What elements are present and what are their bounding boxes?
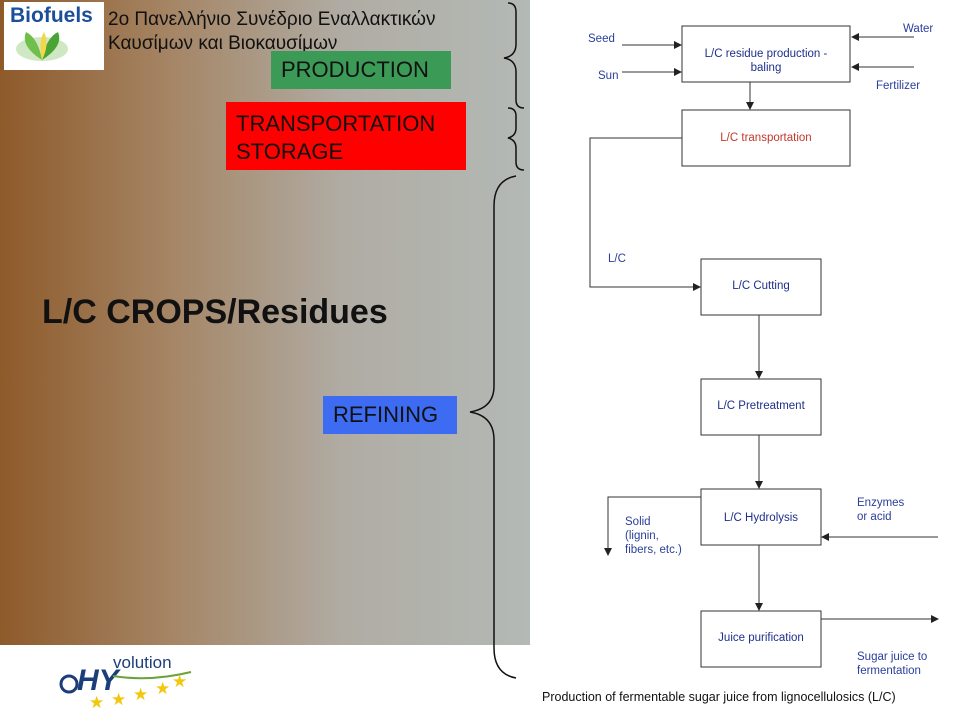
biofuels-logo-text: Biofuels [10,4,93,27]
hyvolution-logo: HY volution ★ ★ ★ ★ ★ [59,653,192,712]
footer-strip [0,645,530,718]
transportation-storage-label: TRANSPORTATION STORAGE [226,102,466,170]
hyvolution-text: volution [113,653,172,672]
storage-text: STORAGE [236,139,344,164]
refining-label: REFINING [323,396,457,434]
conference-title-line1: 2ο Πανελλήνιο Συνέδριο Εναλλακτικών [108,9,436,30]
conference-title: 2ο Πανελλήνιο Συνέδριο Εναλλακτικών Καυσ… [108,8,528,56]
box-juice-purification [700,610,822,668]
output-solid-line3: fibers, etc.) [625,544,682,556]
box-hydrolysis-label: L/C Hydrolysis [724,512,798,524]
leaf-logo-icon [16,32,68,61]
output-sugar-line1: Sugar juice to [857,651,927,663]
box-hydrolysis [700,488,822,546]
input-seed: Seed [588,33,615,45]
main-title: L/C CROPS/Residues [42,293,388,331]
output-solid-line1: Solid [625,516,651,528]
input-enzymes-line2: or acid [857,511,892,523]
biofuels-logo: Biofuels [4,2,104,70]
input-sun: Sun [598,70,618,82]
input-enzymes-line1: Enzymes [857,497,905,509]
logo-ring-icon [59,674,79,694]
box-residue-production-line1: L/C residue production - [705,48,828,60]
transportation-text: TRANSPORTATION [236,111,436,136]
star-icon: ★ [89,693,104,712]
hyvolution-mark: HY [77,664,122,697]
box-transportation-label: L/C transportation [720,132,811,144]
production-label: PRODUCTION [271,51,451,89]
star-icon: ★ [172,672,187,691]
flowchart: L/C residue production - baling L/C tran… [588,23,939,677]
input-lc: L/C [608,253,626,265]
star-icon: ★ [133,685,148,704]
output-solid-line2: (lignin, [625,530,659,542]
box-pretreatment [700,378,822,436]
box-pretreatment-label: L/C Pretreatment [717,400,805,412]
box-residue-production [681,25,851,83]
output-sugar-line2: fermentation [857,665,921,677]
stage-braces [469,2,525,679]
box-cutting [700,258,822,316]
brace-transportation [507,107,525,171]
star-icon: ★ [111,690,126,709]
box-juice-purification-label: Juice purification [718,632,804,644]
conference-title-line2: Καυσίμων και Βιοκαυσίμων [108,33,338,54]
arrow-solid-output [604,496,701,556]
input-fertilizer: Fertilizer [876,80,920,92]
box-residue-production-line2: baling [751,62,782,74]
box-cutting-label: L/C Cutting [732,280,790,292]
arrow-lc-to-cutting [589,137,701,291]
flowchart-caption: Production of fermentable sugar juice fr… [542,690,896,704]
input-water: Water [903,23,933,35]
brace-production [503,2,525,109]
brace-refining [469,175,517,679]
star-icon: ★ [155,679,170,698]
